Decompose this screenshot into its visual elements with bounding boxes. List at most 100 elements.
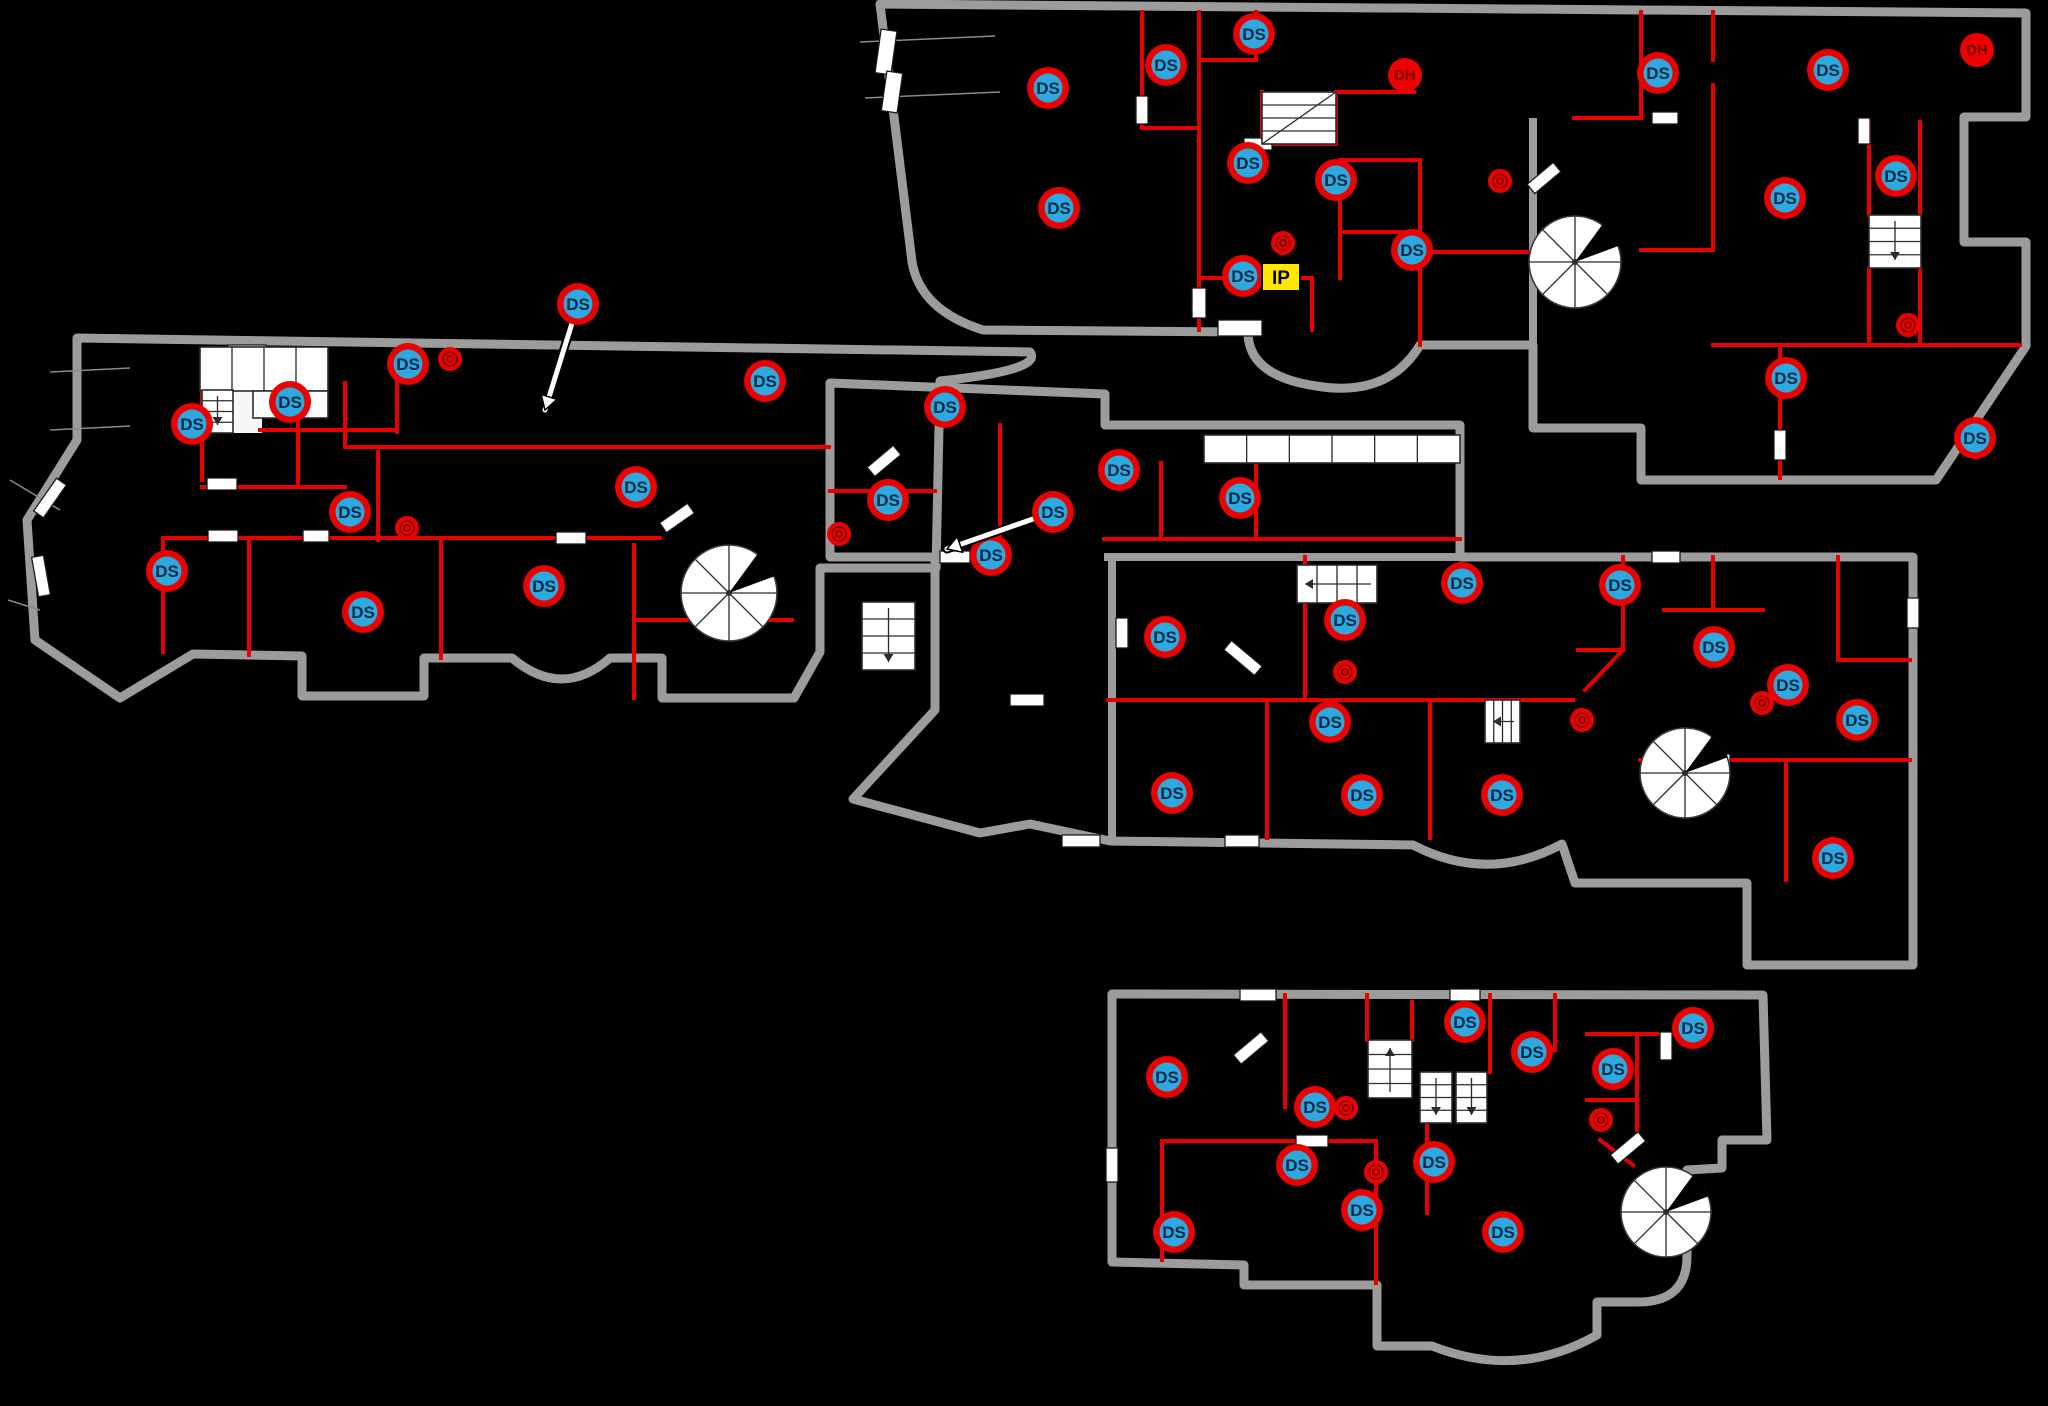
sounder-icon — [1750, 691, 1774, 715]
smoke-detector: DS — [1637, 52, 1679, 94]
smoke-detector: DS — [615, 466, 657, 508]
window-tick — [49, 367, 131, 373]
smoke-detector: DS — [1807, 49, 1849, 91]
stair-arrow-head — [1385, 1048, 1395, 1056]
smoke-detector: DS — [1511, 1031, 1553, 1073]
sounder-ring-inner — [403, 524, 411, 532]
spiral-staircase — [1639, 727, 1731, 819]
spiral-staircase — [680, 544, 778, 642]
smoke-detector-label: DS — [1350, 786, 1374, 805]
smoke-detector: DS — [1294, 1086, 1336, 1128]
sounder-icon — [1333, 660, 1357, 684]
sounder-icon — [438, 347, 462, 371]
spiral-spoke — [728, 592, 764, 628]
spiral-staircase — [1528, 215, 1622, 309]
smoke-detector-core — [1157, 778, 1187, 808]
spiral-spoke — [694, 558, 730, 594]
heat-detector: DH — [1960, 33, 1994, 67]
smoke-detector-label: DS — [1646, 64, 1670, 83]
smoke-detector: DS — [924, 386, 966, 428]
smoke-detector-core — [750, 366, 780, 396]
stair-arrow-head — [1890, 252, 1900, 260]
smoke-detector-label: DS — [753, 372, 777, 391]
smoke-detector: DS — [970, 534, 1012, 576]
door-opening — [1773, 429, 1787, 461]
smoke-detector-label: DS — [1041, 503, 1065, 522]
smoke-detector-label: DS — [1154, 56, 1178, 75]
door-opening — [1526, 161, 1562, 195]
door-opening — [939, 550, 971, 564]
staircase — [1261, 91, 1337, 145]
smoke-detector-label: DS — [278, 393, 302, 412]
spiral-opening — [1666, 1175, 1709, 1212]
smoke-detector-core — [1347, 780, 1377, 810]
spiral-spoke — [1633, 1211, 1667, 1245]
staircase — [1296, 564, 1378, 604]
smoke-detector-core — [393, 349, 423, 379]
smoke-detector-core — [1881, 161, 1911, 191]
sounder-body — [1364, 1160, 1388, 1184]
door-opening — [302, 529, 330, 543]
smoke-detector: DS — [1222, 255, 1264, 297]
sounder-body — [1334, 1096, 1358, 1120]
smoke-detector-core — [621, 472, 651, 502]
smoke-detector: DS — [1765, 357, 1807, 399]
spiral-center — [1572, 259, 1578, 265]
stair-arrow-head — [212, 417, 223, 425]
door-opening — [1232, 1030, 1270, 1066]
smoke-detector-core — [976, 540, 1006, 570]
smoke-detector-core — [1397, 235, 1427, 265]
door-opening — [1449, 988, 1481, 1002]
smoke-detector: DS — [146, 550, 188, 592]
smoke-detector-core — [1104, 455, 1134, 485]
smoke-detector: DS — [387, 343, 429, 385]
smoke-detector-label: DS — [1333, 611, 1357, 630]
sounder-icon — [1334, 1096, 1358, 1120]
smoke-detector-core — [1330, 605, 1360, 635]
smoke-detector-label: DS — [1422, 1153, 1446, 1172]
smoke-detector-label: DS — [1318, 713, 1342, 732]
sounder-ring-inner — [1578, 716, 1586, 724]
smoke-detector-label: DS — [351, 603, 375, 622]
smoke-detector-label: DS — [1036, 79, 1060, 98]
door-opening — [1135, 95, 1149, 125]
smoke-detector-label: DS — [1047, 199, 1071, 218]
heat-detector-body — [1388, 58, 1422, 92]
staircase — [1419, 1071, 1453, 1124]
smoke-detector: DS — [1027, 67, 1069, 109]
sounder-icon — [1896, 313, 1920, 337]
window-tick — [7, 599, 41, 611]
stair-layer — [201, 91, 1922, 1258]
smoke-detector-label: DS — [1490, 786, 1514, 805]
smoke-detector-label: DS — [1285, 1156, 1309, 1175]
sounder-ring — [399, 520, 415, 536]
smoke-detector-label: DS — [1608, 576, 1632, 595]
staircase — [1455, 1071, 1488, 1124]
plan-top-outline — [875, 0, 2031, 485]
circuit-layer — [161, 10, 2022, 1285]
smoke-detector-label: DS — [1774, 369, 1798, 388]
window-tick — [49, 425, 131, 431]
spiral-spoke — [1665, 1211, 1699, 1245]
sounder-ring — [831, 526, 847, 542]
sounder-ring — [1338, 1100, 1354, 1116]
smoke-detector-core — [1450, 1007, 1480, 1037]
smoke-detector-core — [152, 556, 182, 586]
smoke-detector-core — [930, 392, 960, 422]
sounder-body — [438, 347, 462, 371]
smoke-detector-label: DS — [1520, 1043, 1544, 1062]
smoke-detector-label: DS — [1162, 1223, 1186, 1242]
plan-middle-outline — [825, 378, 1918, 970]
smoke-detector-label: DS — [566, 295, 590, 314]
smoke-detector: DS — [342, 591, 384, 633]
smoke-detector-label: DS — [532, 577, 556, 596]
smoke-detector-core — [563, 289, 593, 319]
smoke-detector: DS — [1038, 187, 1080, 229]
door-opening — [555, 531, 587, 545]
smoke-detector: DS — [1324, 599, 1366, 641]
smoke-detector-core — [1818, 843, 1848, 873]
smoke-detector: DS — [1599, 564, 1641, 606]
smoke-detector-core — [1315, 707, 1345, 737]
smoke-detector-core — [1605, 570, 1635, 600]
smoke-detector: DS — [1481, 774, 1523, 816]
